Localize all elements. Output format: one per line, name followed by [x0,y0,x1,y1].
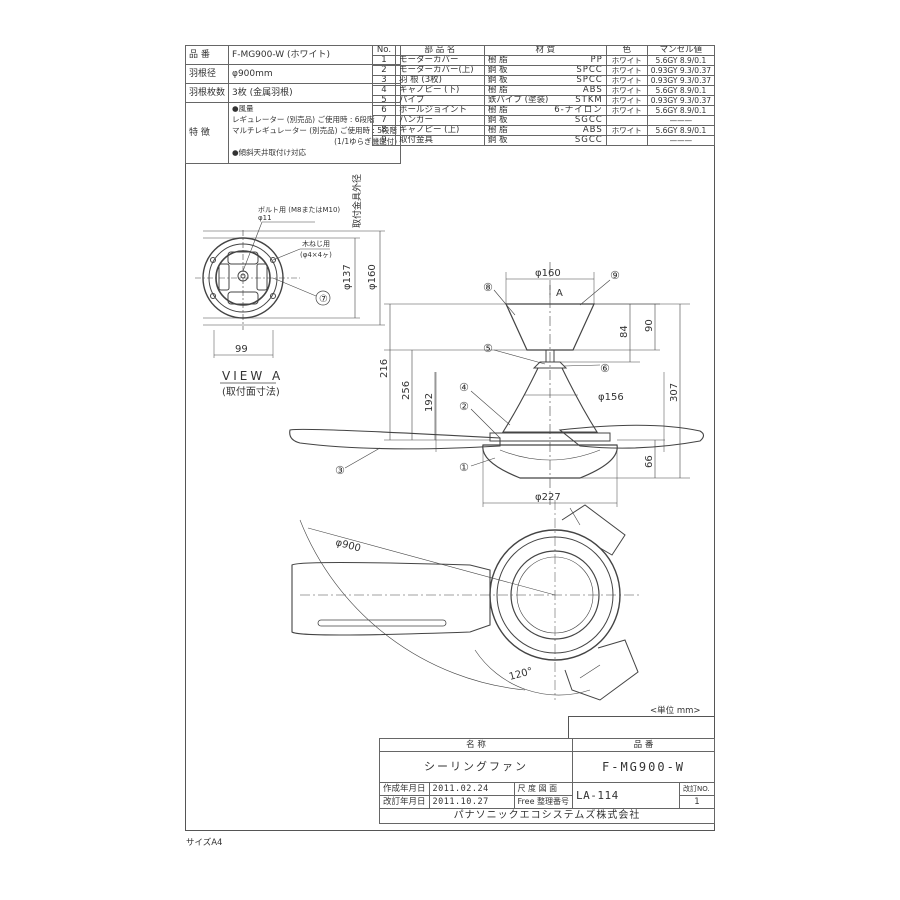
revised-date: 2011.10.27 [428,795,515,809]
dim-120: 120° [508,666,534,683]
arrow-a-label: A [556,288,563,299]
dim-216: 216 [379,359,390,378]
balloon-9: ⑨ [610,269,620,282]
balloon-8: ⑧ [483,281,493,294]
dim-99: 99 [235,344,248,355]
balloon-1: ① [459,461,469,474]
mounting-bracket-view [195,221,385,384]
spec-row-diameter: 羽根径 φ900mm [184,64,402,84]
dim-307: 307 [669,383,680,402]
drawing-label: 図 面 [538,784,558,793]
scale-drawing-labels: 尺 度 図 面 [513,782,574,796]
scale-label: 尺 度 [517,784,537,793]
fan-plan-view [291,500,640,701]
dim-900: φ900 [334,537,362,554]
view-a-subtitle: (取付面寸法) [222,385,280,398]
paper-size-note: サイズA4 [186,838,223,848]
balloon-2: ② [459,400,469,413]
dim-256: 256 [401,381,412,400]
unit-note: <単位 mm> [650,706,701,716]
title-block-outer [568,716,715,738]
spec-label: 特 徴 [184,102,230,164]
dim-66: 66 [644,455,655,468]
bolt-dia: φ11 [258,214,272,222]
screw-dia: (φ4×4ヶ) [300,251,332,259]
dim-90: 90 [644,319,655,332]
feature-line: (1/1ゆらぎ機能付) [334,137,398,146]
created-row: 作成年月日 2011.02.24 尺 度 図 面 LA-114 改訂NO. [379,782,715,809]
scale-value: Free [517,797,535,806]
title-block: 名 称 品 番 シーリングファン F-MG900-W 作成年月日 2011.02… [378,738,715,824]
title-header-row: 名 称 品 番 [378,738,715,752]
part-munsell: ——— [646,135,716,146]
feature-line: ●風量 [232,104,254,113]
company-row: パナソニックエコシステムズ株式会社 [379,808,715,824]
drawing-number: LA-114 [572,782,680,809]
sheet-value: 1 [679,795,715,809]
view-a-title: VIEW A [222,369,283,383]
balloon-3: ③ [335,464,345,477]
spec-row-blades: 羽根枚数 3枚 (金属羽根) [184,83,402,103]
drawing-num-label: 整理番号 [537,797,570,806]
feature-line: ●傾斜天井取付け対応 [232,148,307,157]
part-material: 鋼 板 [483,135,552,146]
company-name: パナソニックエコシステムズ株式会社 [379,808,715,824]
revised-label: 改訂年月日 [379,795,430,809]
scale-drawnum-cell: Free 整理番号 [513,795,574,809]
dim-160: φ160 [535,268,561,279]
dim-227: φ227 [535,492,561,503]
name-value: シーリングファン [378,751,574,783]
dim-84: 84 [619,325,630,338]
dim-192: 192 [424,393,435,412]
balloon-4: ④ [459,381,469,394]
name-header: 名 称 [378,738,574,752]
part-name: 取付金具 [394,135,485,146]
feature-line: マルチレギュレーター (別売品) ご使用時 : 5段階 [232,126,398,135]
sheet-label: 改訂NO. [679,782,715,796]
screw-note: 木ねじ用 [302,239,330,248]
part-material-code: SGCC [551,135,607,146]
created-label: 作成年月日 [379,782,430,796]
number-value: F-MG900-W [572,751,715,783]
dim-137: φ137 [342,264,353,290]
balloon-6: ⑥ [600,362,610,375]
bolt-note: ボルト用 (M8またはM10) [258,206,340,214]
dim-160-vertical: φ160 [367,264,378,290]
number-header: 品 番 [572,738,715,752]
feature-line: レギュレーター (別売品) ご使用時 : 6段階 [232,115,375,124]
balloon-7: ⑦ [319,294,328,305]
mount-vertical-label: 取付金具外径 [351,174,363,228]
title-value-row: シーリングファン F-MG900-W [378,751,715,783]
created-date: 2011.02.24 [428,782,515,796]
part-no: 9 [372,135,396,146]
dim-156: φ156 [598,392,624,403]
balloon-5: ⑤ [483,342,493,355]
fan-side-view [289,262,705,507]
